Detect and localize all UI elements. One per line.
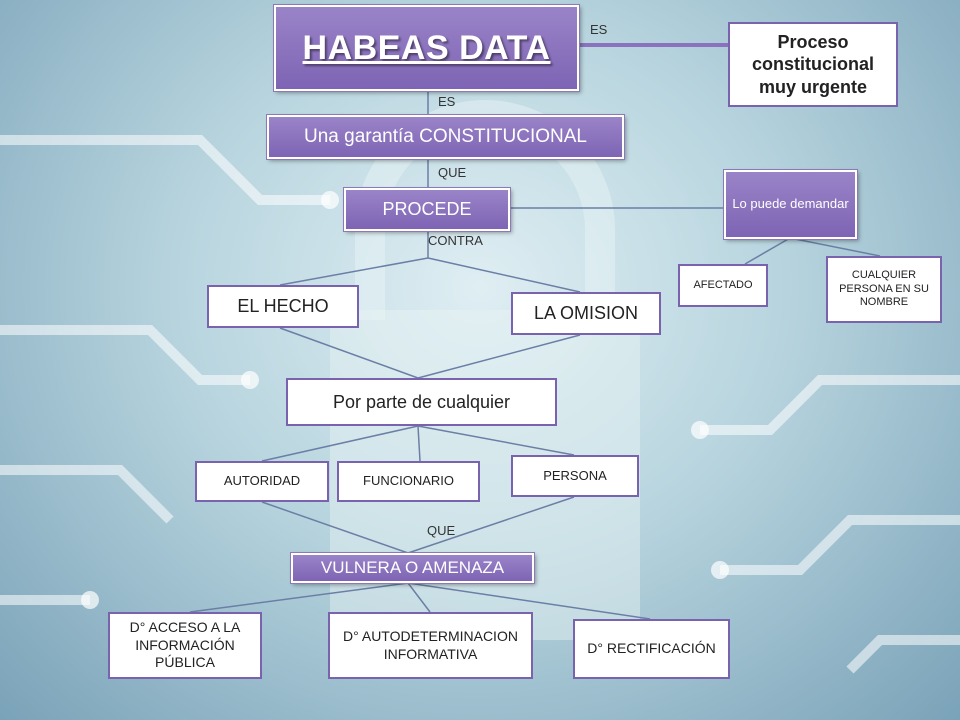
node-por-parte: Por parte de cualquier — [286, 378, 557, 426]
node-funcionario: FUNCIONARIO — [337, 461, 480, 502]
node-afectado-label: AFECTADO — [693, 278, 753, 291]
edge-label-que-lower: QUE — [427, 523, 456, 538]
node-demandar-label: Lo puede demandar — [732, 196, 849, 212]
node-lo-puede-demandar: Lo puede demandar — [724, 170, 857, 239]
node-rectificacion-label: D° RECTIFICACIÓN — [587, 640, 716, 657]
node-autodeterminacion-label: D° AUTODETERMINACION INFORMATIVA — [343, 628, 518, 662]
node-garantia-label: Una garantía CONSTITUCIONAL — [304, 126, 587, 148]
page-title: HABEAS DATA — [302, 28, 551, 67]
node-cualquier-persona-label: CUALQUIER PERSONA EN SU NOMBRE — [839, 268, 929, 309]
node-cualquier-persona: CUALQUIER PERSONA EN SU NOMBRE — [826, 256, 942, 323]
node-garantia-constitucional: Una garantía CONSTITUCIONAL — [267, 115, 624, 159]
node-el-hecho: EL HECHO — [207, 285, 359, 328]
node-procede-label: PROCEDE — [382, 199, 472, 220]
node-vulnera-o-amenaza: VULNERA O AMENAZA — [291, 553, 534, 583]
habeas-data-title-box: HABEAS DATA — [274, 5, 579, 91]
edge-label-es-right: ES — [590, 22, 608, 37]
node-persona: PERSONA — [511, 455, 639, 497]
node-acceso-informacion: D° ACCESO A LA INFORMACIÓN PÚBLICA — [108, 612, 262, 679]
node-proceso-label: Proceso constitucional muy urgente — [751, 31, 874, 97]
node-acceso-label: D° ACCESO A LA INFORMACIÓN PÚBLICA — [129, 619, 241, 671]
edge-label-que: QUE — [438, 165, 467, 180]
node-el-hecho-label: EL HECHO — [237, 296, 329, 317]
node-autoridad-label: AUTORIDAD — [223, 473, 301, 489]
node-por-parte-label: Por parte de cualquier — [332, 391, 511, 412]
edge-label-contra: CONTRA — [428, 233, 483, 248]
edge-label-es-down: ES — [438, 94, 456, 109]
node-procede: PROCEDE — [344, 188, 510, 231]
node-autoridad: AUTORIDAD — [195, 461, 329, 502]
node-la-omision: LA OMISION — [511, 292, 661, 335]
node-funcionario-label: FUNCIONARIO — [363, 473, 454, 489]
node-vulnera-label: VULNERA O AMENAZA — [320, 558, 505, 578]
node-afectado: AFECTADO — [678, 264, 768, 307]
node-proceso-constitucional: Proceso constitucional muy urgente — [728, 22, 898, 107]
node-autodeterminacion: D° AUTODETERMINACION INFORMATIVA — [328, 612, 533, 679]
node-rectificacion: D° RECTIFICACIÓN — [573, 619, 730, 679]
node-persona-label: PERSONA — [543, 467, 607, 483]
node-la-omision-label: LA OMISION — [533, 303, 639, 324]
